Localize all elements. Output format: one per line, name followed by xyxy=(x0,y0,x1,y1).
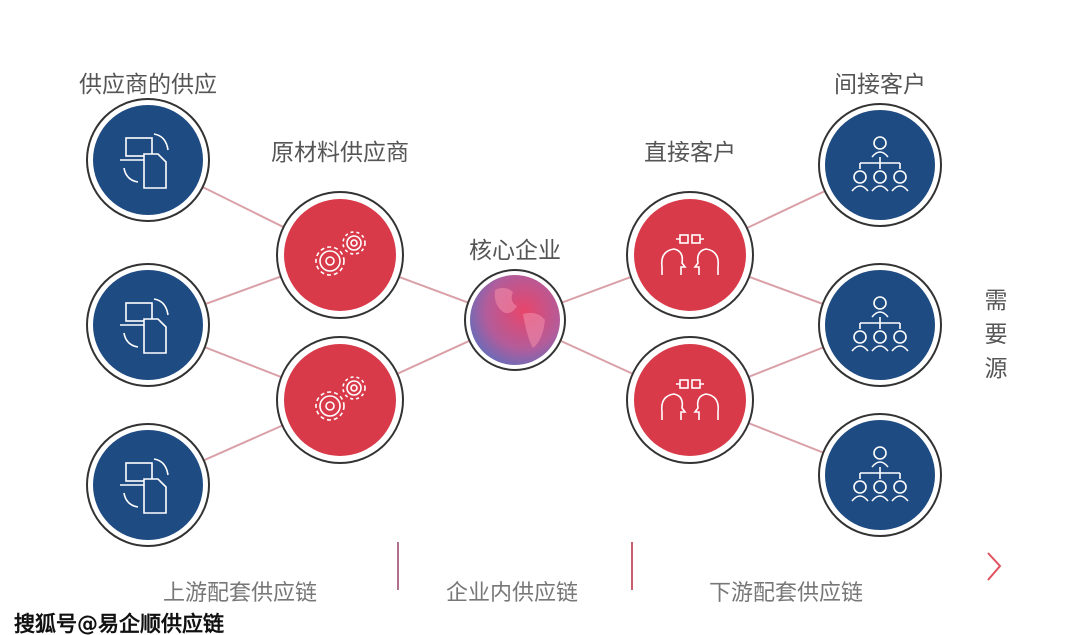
indirect-customer-nodes xyxy=(818,103,942,537)
axis-label-downstream: 下游配套供应链 xyxy=(709,581,863,606)
demand-char: 要 xyxy=(985,322,1008,348)
computer-document-icon xyxy=(86,98,210,222)
connecting-heads-icon xyxy=(626,336,754,464)
watermark: 搜狐号@易企顺供应链 xyxy=(14,612,225,635)
demand-char: 需 xyxy=(985,288,1008,314)
axis-label-upstream: 上游配套供应链 xyxy=(163,581,317,606)
label-suppliers-of-suppliers: 供应商的供应 xyxy=(79,72,217,98)
globe-icon xyxy=(464,269,566,371)
computer-document-icon xyxy=(86,423,210,547)
org-chart-people-icon xyxy=(818,103,942,227)
computer-document-icon xyxy=(86,263,210,387)
label-demand-source: 需 要 源 xyxy=(985,288,1008,382)
arrow-head-icon xyxy=(987,552,1002,581)
gears-icon xyxy=(276,336,404,464)
connecting-heads-icon xyxy=(626,191,754,319)
axis-label-internal: 企业内供应链 xyxy=(446,581,578,606)
supplier-of-supplier-nodes xyxy=(86,98,210,547)
direct-customer-nodes xyxy=(626,191,754,464)
org-chart-people-icon xyxy=(818,263,942,387)
label-indirect-customers: 间接客户 xyxy=(834,72,926,98)
label-raw-material-suppliers: 原材料供应商 xyxy=(271,140,409,166)
raw-material-supplier-nodes xyxy=(276,191,404,464)
gears-icon xyxy=(276,191,404,319)
label-direct-customers: 直接客户 xyxy=(644,140,736,166)
label-core-enterprise: 核心企业 xyxy=(469,238,561,264)
demand-char: 源 xyxy=(985,356,1008,382)
supply-chain-axis xyxy=(85,542,1002,590)
org-chart-people-icon xyxy=(818,413,942,537)
